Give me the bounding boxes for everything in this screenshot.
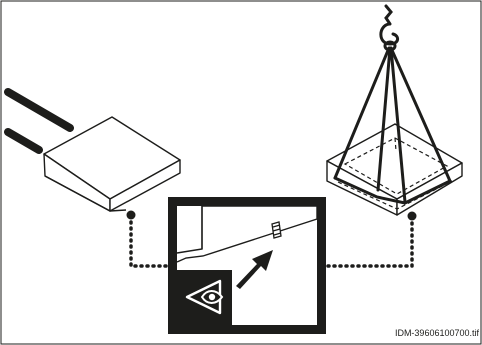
bolt-line-1 xyxy=(272,224,281,228)
forklift-forks-icon xyxy=(4,88,74,154)
fork-lower xyxy=(4,128,43,154)
sling-lower-left xyxy=(333,176,407,205)
hidden-frame-vertical xyxy=(394,137,397,152)
bolt-line-3 xyxy=(273,232,282,236)
sling-back-left xyxy=(376,46,392,192)
bolt-line-2 xyxy=(272,228,281,232)
sling-back-right xyxy=(389,46,407,204)
left-box-right-face xyxy=(109,159,181,212)
eye-icon-pupil xyxy=(208,293,216,301)
left-box-base xyxy=(44,175,127,212)
left-load-box xyxy=(43,116,181,212)
leader-right xyxy=(324,221,414,268)
leader-lines xyxy=(129,220,414,268)
inset-bolt xyxy=(271,221,282,239)
left-lifting-point-marker xyxy=(126,210,136,220)
eye-inspection-icon xyxy=(177,270,232,325)
sling-front-right xyxy=(389,46,452,183)
hook-curve xyxy=(379,22,399,46)
right-box-right-face xyxy=(396,162,463,216)
image-id-label: IDM-39606100700.tif xyxy=(394,328,479,338)
hook-shank xyxy=(384,4,393,26)
crane-hook-icon xyxy=(379,4,399,52)
arrow-up-right-icon xyxy=(236,250,273,289)
sling-front-left xyxy=(333,46,391,180)
lifting-slings xyxy=(333,46,452,205)
sling-lower-right xyxy=(403,179,452,205)
fork-upper xyxy=(4,88,74,132)
right-lifting-point-marker xyxy=(407,211,417,221)
leader-left xyxy=(129,220,170,268)
detail-inset xyxy=(168,197,326,334)
